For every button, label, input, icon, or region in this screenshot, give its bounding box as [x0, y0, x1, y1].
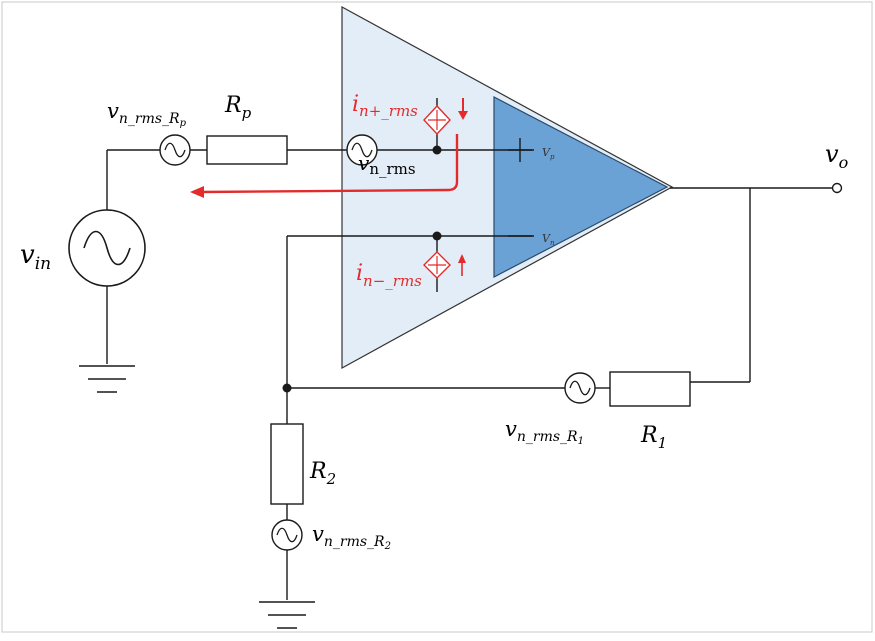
- vn-amp-label: vn_rms: [358, 151, 416, 178]
- in-minus-label: in−_rms: [356, 261, 422, 290]
- resistor-r1: [609, 371, 691, 407]
- noise-source-rp-icon: [159, 134, 191, 166]
- pin-vn-label: Vn: [542, 232, 555, 247]
- resistor-r2: [270, 423, 304, 505]
- current-arrow-up-icon: [458, 254, 466, 276]
- r2-label: R2: [309, 459, 336, 488]
- current-source-plus-icon: [423, 104, 451, 136]
- vo-label: vo: [825, 140, 848, 172]
- ground-vin: [79, 365, 135, 393]
- current-arrow-down-icon: [458, 98, 468, 120]
- output-terminal: [831, 182, 843, 194]
- vn-rp-label: vn_rms_Rp: [107, 99, 187, 129]
- opamp-triangle: [493, 96, 669, 278]
- ground-r2: [259, 601, 315, 629]
- node-minus: [432, 231, 442, 241]
- pin-vp-label: Vp: [542, 146, 555, 161]
- node-feedback: [282, 383, 292, 393]
- in-plus-label: in+_rms: [352, 92, 418, 120]
- vn-r1-label: vn_rms_R1: [505, 417, 584, 447]
- wires: [106, 98, 832, 600]
- resistor-rp: [206, 135, 288, 165]
- noise-source-r1-icon: [564, 372, 596, 404]
- noise-source-amp-icon: [346, 134, 378, 166]
- vn-r2-label: vn_rms_R2: [312, 522, 391, 552]
- noise-current-path-arrow: [190, 134, 459, 198]
- r1-label: R1: [640, 423, 667, 452]
- rp-label: Rp: [224, 93, 252, 122]
- current-source-minus-icon: [423, 251, 451, 279]
- node-plus: [432, 145, 442, 155]
- vin-source-icon: [68, 209, 146, 287]
- noise-source-r2-icon: [271, 519, 303, 551]
- vin-label: vin: [20, 240, 51, 274]
